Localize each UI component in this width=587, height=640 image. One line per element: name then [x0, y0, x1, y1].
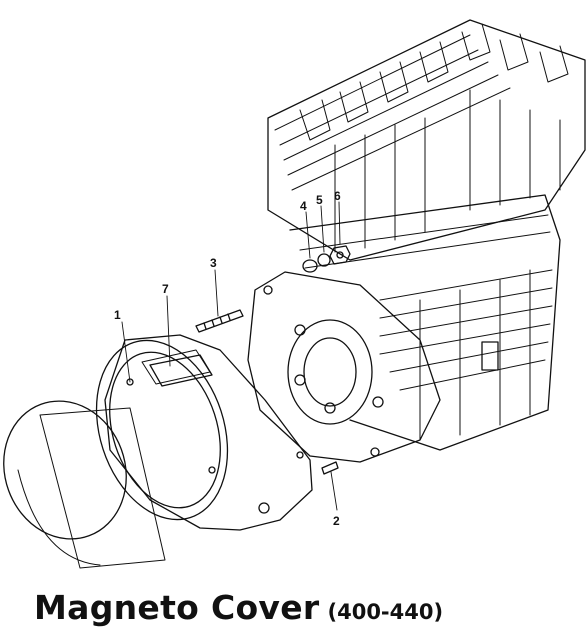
cylinder-head — [267, 19, 586, 261]
diagram-caption: Magneto Cover (400-440) — [34, 588, 574, 636]
callout-7: 7 — [162, 282, 169, 296]
exploded-parts-diagram: 1 2 3 4 5 6 7 — [3, 19, 586, 569]
stud-part-3 — [195, 309, 244, 333]
cylinder-block — [289, 194, 561, 451]
magneto-cover-part-1 — [95, 334, 313, 531]
crankcase-flange — [247, 271, 441, 463]
leader-lines — [121, 201, 341, 511]
callout-2: 2 — [333, 514, 340, 528]
dowel-pin-part-2 — [321, 461, 339, 475]
dust-cover — [3, 400, 166, 569]
callout-5: 5 — [316, 193, 323, 207]
gasket-part-7 — [141, 349, 211, 385]
callout-1: 1 — [114, 308, 121, 322]
caption-title: Magneto Cover — [34, 588, 320, 627]
callout-6: 6 — [334, 189, 341, 203]
callout-4: 4 — [300, 199, 307, 213]
stud-nut-assembly — [302, 245, 351, 273]
caption-model-range: (400-440) — [327, 600, 444, 624]
callout-3: 3 — [210, 256, 217, 270]
